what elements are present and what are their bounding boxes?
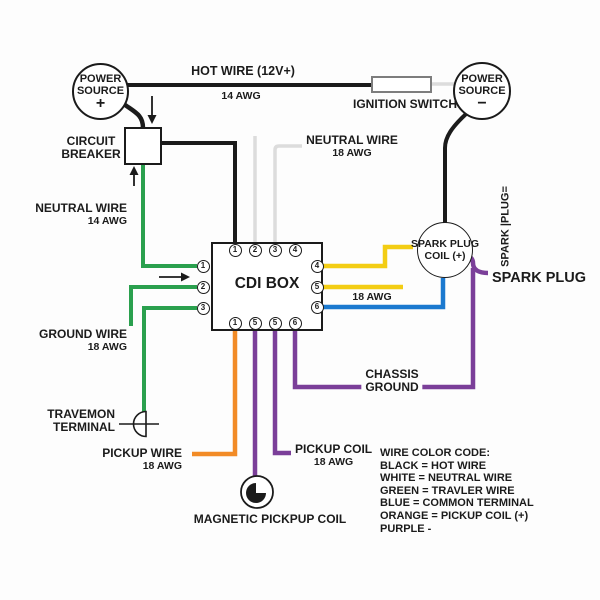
wire-color-code-line: GREEN = TRAVLER WIRE [380, 484, 515, 497]
blue-wire-pin6-to-coil [323, 278, 446, 310]
chassis-ground-label: CHASSIS GROUND [361, 368, 423, 394]
neutral-wire-14awg-label: NEUTRAL WIRE 14 AWG [35, 201, 127, 228]
wire-color-code-line: BLUE = COMMON TERMINAL [380, 497, 534, 510]
down-arrow [147, 96, 157, 124]
neutral-wire-18awg-label: NEUTRAL WIRE 18 AWG [306, 133, 398, 160]
cdi-pin-left-1: 1 [196, 259, 210, 273]
cdi-box-label: CDI BOX [234, 274, 300, 292]
pickup-wire-label: PICKUP WIRE 18 AWG [102, 446, 182, 473]
green-wire-breaker-to-pin1 [141, 164, 197, 268]
wire-color-code-line: PURPLE - [380, 522, 432, 535]
ignition-switch-box [371, 76, 432, 93]
spark-plug-coil: SPARK PLUG COIL (+) [411, 222, 479, 278]
power-source-negative-label: POWER [461, 72, 503, 85]
cdi-pin-top-4: 4 [288, 243, 302, 257]
power-source-positive-label: POWER [79, 73, 122, 85]
neutral-wire-pin3-top [273, 144, 302, 245]
cdi-box: CDI BOX [211, 242, 323, 331]
magnetic-coil-symbol [240, 475, 274, 509]
cdi-pin-top-3: 3 [268, 243, 282, 257]
magnetic-pickup-coil-label: MAGNETIC PICKPUP COIL [193, 512, 347, 526]
hot-wire-awg-label: 14 AWG [221, 90, 261, 102]
pickup-coil-label: PICKUP COIL 18 AWG [295, 442, 373, 469]
orange-pickup-wire [192, 329, 238, 457]
wire-color-code-line: BLACK = HOT WIRE [380, 459, 487, 472]
up-arrow [129, 166, 139, 186]
cdi-pin-top-2: 2 [248, 243, 262, 257]
breaker-to-cdi-wire [161, 141, 237, 245]
spark-plug-vertical-label: SPARK |PLUG= [499, 186, 512, 267]
awg-18-right-label: 18 AWG [352, 291, 392, 303]
spark-coil-label: SPARK PLUG [410, 238, 480, 250]
circuit-breaker-label: CIRCUIT BREAKER [61, 134, 121, 161]
purple-chassis-ground-right [422, 268, 476, 390]
magnetic-coil-wedge-icon [246, 483, 266, 503]
green-wire-pin2-ground [129, 285, 197, 326]
cdi-pin-bottom-6: 6 [288, 316, 302, 330]
wire-color-code-title: WIRE COLOR CODE: [380, 447, 490, 459]
cdi-pin-right-6: 6 [310, 300, 324, 314]
power-source-negative: POWER SOURCE − [453, 62, 511, 120]
minus-sign: − [477, 94, 487, 112]
green-wire-pin3-terminal [142, 306, 197, 412]
negative-to-coil-wire [443, 112, 468, 224]
cdi-pin-right-4: 4 [310, 259, 324, 273]
cdi-pin-left-3: 3 [196, 301, 210, 315]
purple-chassis-ground-left [292, 329, 362, 390]
wire-color-code-line: WHITE = NEUTRAL WIRE [380, 472, 513, 485]
cdi-pin-bottom-1: 1 [228, 316, 242, 330]
wire-color-code: WIRE COLOR CODE: BLACK = HOT WIRE WHITE … [380, 447, 534, 535]
cdi-pin-bottom-5b: 5 [268, 316, 282, 330]
plus-sign: + [95, 95, 106, 112]
ground-wire-label: GROUND WIRE 18 AWG [39, 327, 127, 354]
cdi-pin-left-2: 2 [196, 280, 210, 294]
power-source-positive: POWER SOURCE + [72, 63, 129, 120]
ignition-switch-label: IGNITION SWITCH [353, 97, 457, 111]
right-arrow [159, 272, 190, 282]
cdi-pin-top-1: 1 [228, 243, 242, 257]
cdi-pin-bottom-5a: 5 [248, 316, 262, 330]
wire-color-code-line: ORANGE = PICKUP COIL (+) [380, 509, 529, 522]
purple-wire-pickup-coil [272, 329, 291, 456]
circuit-breaker-box [124, 127, 162, 165]
spark-plug-label: SPARK PLUG [492, 270, 586, 286]
travemon-terminal-label: TRAVEMON TERMINAL [47, 407, 115, 434]
cdi-pin-right-5: 5 [310, 280, 324, 294]
yellow-wire-pin4 [323, 244, 413, 269]
hot-wire-label: HOT WIRE (12V+) [191, 64, 295, 78]
